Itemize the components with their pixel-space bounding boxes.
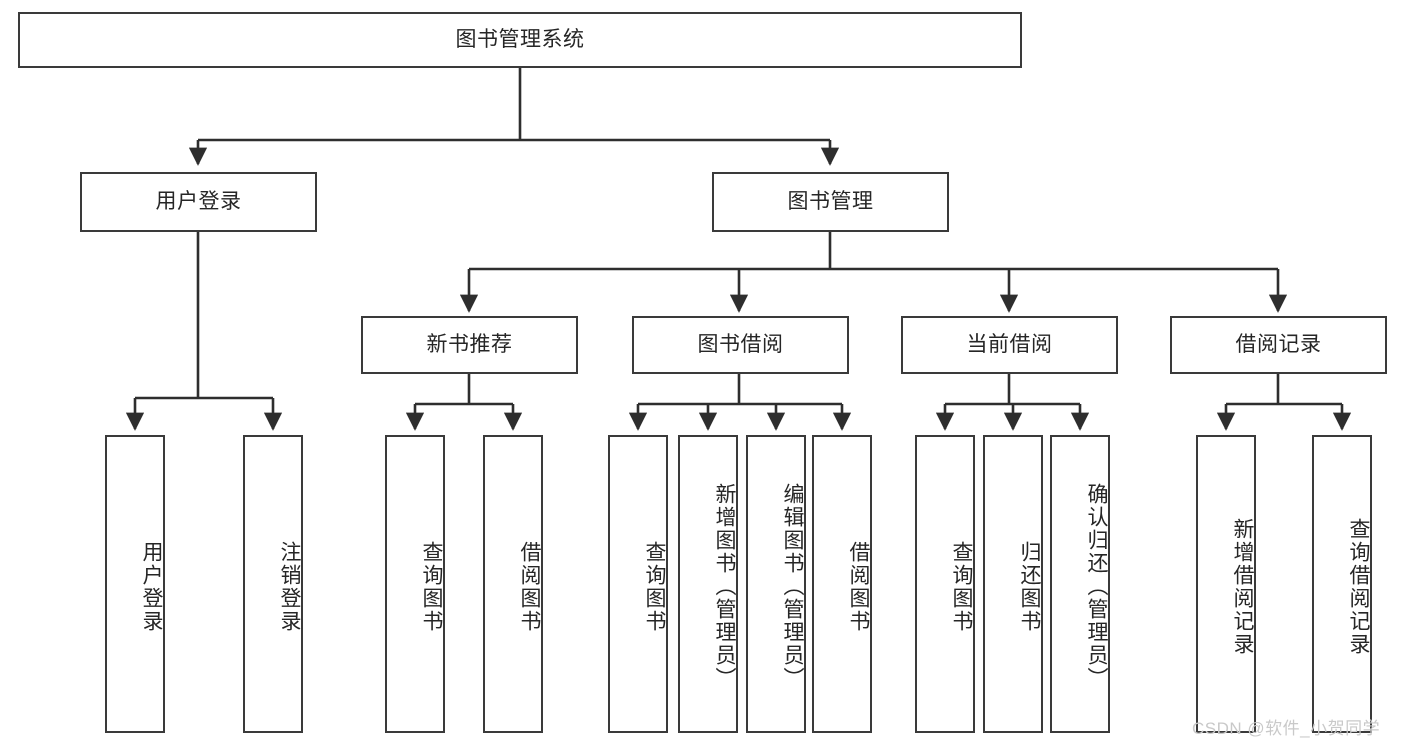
node-book-management-label: 图书管理: [787, 189, 874, 213]
node-root[interactable]: 图书管理系统: [18, 12, 1022, 68]
node-current-borrow[interactable]: 当前借阅: [901, 316, 1118, 374]
node-book-management[interactable]: 图书管理: [712, 172, 949, 232]
node-leaf-query-book-recommend-label: 查询图书: [420, 541, 443, 633]
node-leaf-add-book-admin-label: 新增图书（管理员）: [713, 482, 736, 690]
node-leaf-logout-label: 注销登录: [278, 541, 301, 633]
node-root-label: 图书管理系统: [455, 27, 585, 51]
node-leaf-return-book[interactable]: 归还图书: [983, 435, 1043, 733]
node-leaf-edit-book-admin[interactable]: 编辑图书（管理员）: [746, 435, 806, 733]
csdn-watermark: CSDN @软件_小贺同学: [1192, 719, 1381, 738]
node-leaf-borrow-book-recommend-label: 借阅图书: [518, 541, 541, 633]
node-leaf-confirm-return-admin-label: 确认归还（管理员）: [1085, 482, 1108, 690]
node-leaf-confirm-return-admin[interactable]: 确认归还（管理员）: [1050, 435, 1110, 733]
node-leaf-borrow-book[interactable]: 借阅图书: [812, 435, 872, 733]
node-leaf-query-book-recommend[interactable]: 查询图书: [385, 435, 445, 733]
node-leaf-user-login[interactable]: 用户登录: [105, 435, 165, 733]
node-book-borrow[interactable]: 图书借阅: [632, 316, 849, 374]
node-leaf-edit-book-admin-label: 编辑图书（管理员）: [781, 482, 804, 690]
node-leaf-query-borrow-record-label: 查询借阅记录: [1347, 518, 1370, 656]
node-leaf-return-book-label: 归还图书: [1018, 541, 1041, 633]
node-user-login-label: 用户登录: [155, 189, 242, 213]
node-leaf-borrow-book-label: 借阅图书: [847, 541, 870, 633]
node-leaf-logout[interactable]: 注销登录: [243, 435, 303, 733]
node-leaf-add-book-admin[interactable]: 新增图书（管理员）: [678, 435, 738, 733]
node-leaf-query-book-current[interactable]: 查询图书: [915, 435, 975, 733]
node-borrow-record[interactable]: 借阅记录: [1170, 316, 1387, 374]
node-book-borrow-label: 图书借阅: [697, 332, 784, 356]
node-leaf-add-borrow-record-label: 新增借阅记录: [1231, 518, 1254, 656]
node-leaf-add-borrow-record[interactable]: 新增借阅记录: [1196, 435, 1256, 733]
node-leaf-query-book-current-label: 查询图书: [950, 541, 973, 633]
node-new-book-recommend-label: 新书推荐: [426, 332, 513, 356]
node-borrow-record-label: 借阅记录: [1235, 332, 1322, 356]
node-leaf-borrow-book-recommend[interactable]: 借阅图书: [483, 435, 543, 733]
node-leaf-query-book-borrow-label: 查询图书: [643, 541, 666, 633]
node-user-login[interactable]: 用户登录: [80, 172, 317, 232]
node-leaf-user-login-label: 用户登录: [140, 541, 163, 633]
node-leaf-query-borrow-record[interactable]: 查询借阅记录: [1312, 435, 1372, 733]
node-leaf-query-book-borrow[interactable]: 查询图书: [608, 435, 668, 733]
node-new-book-recommend[interactable]: 新书推荐: [361, 316, 578, 374]
node-current-borrow-label: 当前借阅: [966, 332, 1053, 356]
